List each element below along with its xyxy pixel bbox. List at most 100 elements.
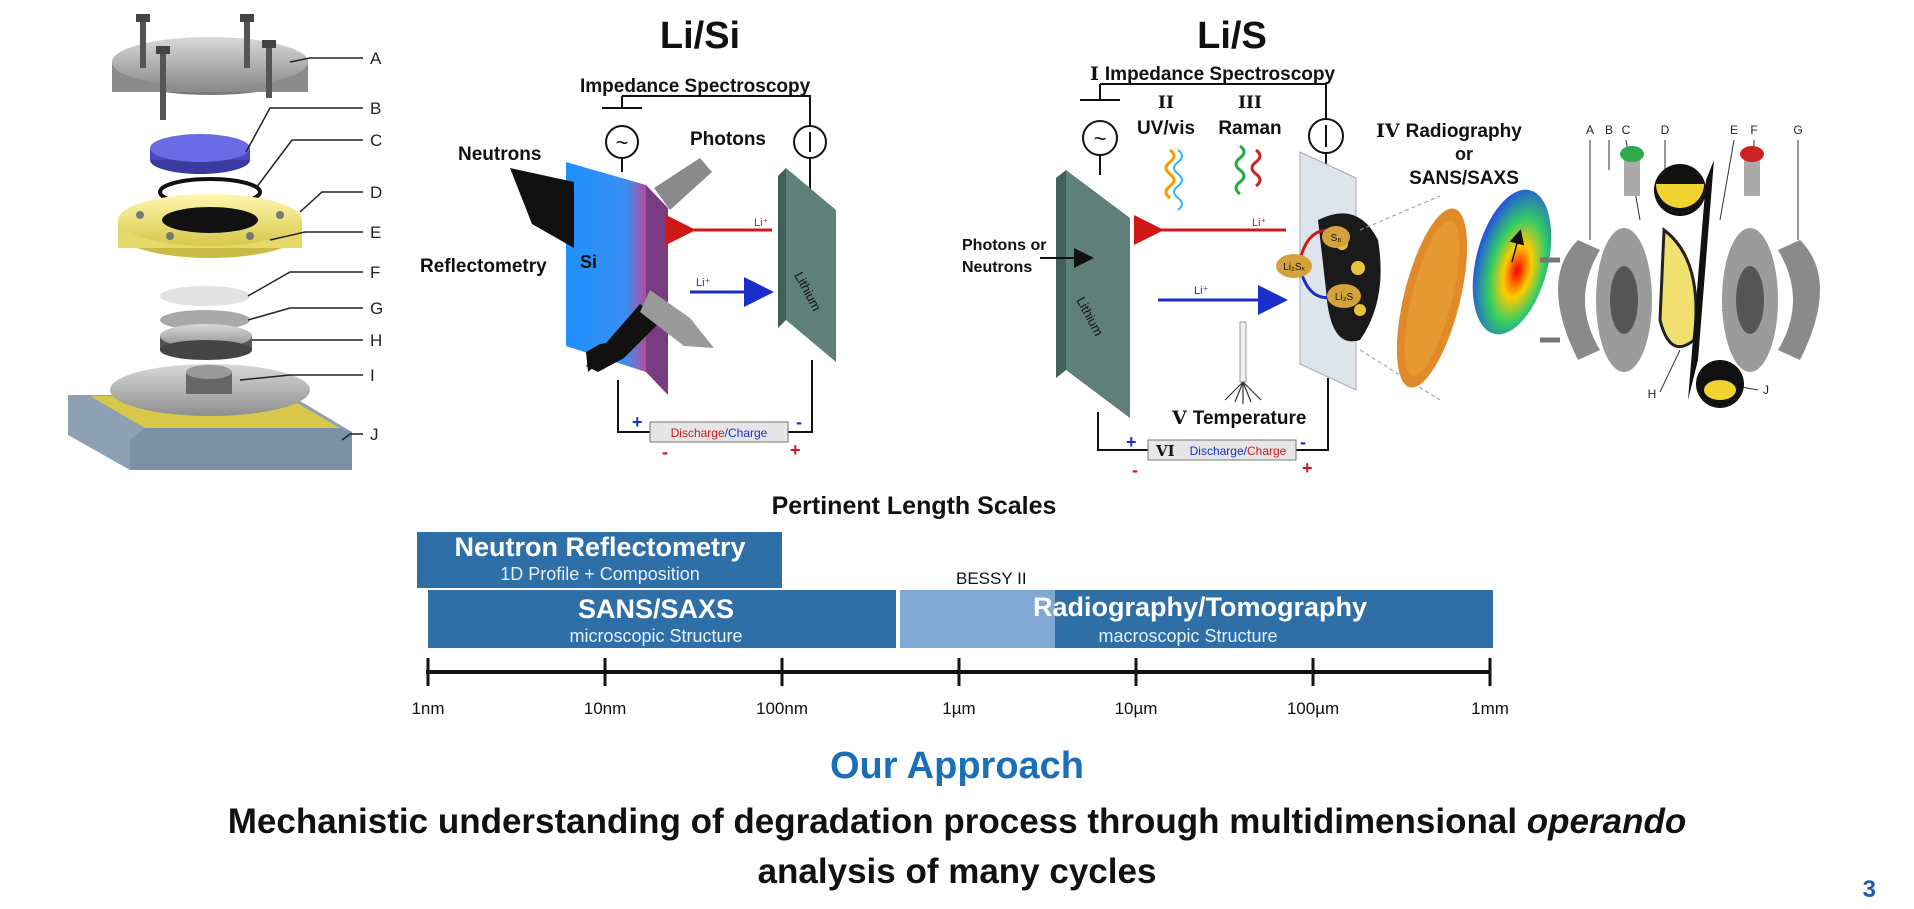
radiography-subtitle: macroscopic Structure (1098, 626, 1277, 646)
lisi-impedance-label: Impedance Spectroscopy (580, 76, 811, 97)
lisi-minus-top: - (796, 412, 802, 432)
rcell-label-e: E (1730, 123, 1738, 137)
sans-saxs-label: SANS/SAXS (1409, 168, 1519, 189)
description-text: Mechanistic understanding of degradation… (227, 802, 1527, 841)
approach-description-line1: Mechanistic understanding of degradation… (0, 802, 1914, 842)
lisi-minus-bottom: - (662, 442, 668, 462)
svg-text:Discharge/Charge: Discharge/Charge (1190, 444, 1287, 458)
rcell-label-a: A (1586, 123, 1594, 137)
description-italic: operando (1526, 802, 1687, 841)
or-label: or (1455, 144, 1473, 164)
lis-minus-top: - (1300, 432, 1306, 452)
approach-description-line2: analysis of many cycles (757, 852, 1157, 891)
li2s-label: Li₂S (1335, 292, 1354, 303)
radiography-bar-light (900, 590, 1055, 648)
cell-label-e: E (370, 223, 381, 242)
lisi-li-ion-top: Li⁺ (754, 217, 769, 229)
lis-roman-iv: IV (1376, 120, 1401, 142)
length-scales-title: Pertinent Length Scales (772, 492, 1057, 520)
raman-label: Raman (1218, 118, 1281, 139)
rcell-label-j: J (1763, 383, 1769, 397)
approach-heading: Our Approach (829, 745, 1085, 787)
sans-saxs-title: SANS/SAXS (578, 594, 734, 624)
axis-tick-label: 1nm (411, 699, 444, 718)
lis-discharge-box (1147, 439, 1297, 461)
cell-label-j: J (370, 425, 379, 444)
lis-title: Li/S (1197, 15, 1267, 57)
lis-li-ion-top: Li⁺ (1252, 217, 1267, 229)
lisi-li-ion-bottom: Li⁺ (696, 277, 711, 289)
photons-neutrons-label-1: Photons or (962, 237, 1046, 254)
radiography-bar (1055, 590, 1493, 648)
lis-roman-iii: III (1238, 93, 1262, 113)
left-exploded-cell: A B C D E F G H I J (68, 14, 383, 470)
nr-subtitle: 1D Profile + Composition (500, 564, 700, 584)
axis-tick-label: 10µm (1115, 699, 1158, 718)
rcell-label-d: D (1661, 123, 1670, 137)
lis-diagram: Li/S I Impedance Spectroscopy ~ II UV/vis… (962, 15, 1552, 480)
li2sx-label: Li₂Sₓ (1283, 262, 1305, 273)
lis-roman-v: V (1171, 407, 1188, 429)
axis-tick-label: 100µm (1287, 699, 1339, 718)
lis-plus-bottom: + (1302, 458, 1313, 478)
sans-saxs-bar (428, 590, 896, 648)
reflectometry-label: Reflectometry (420, 256, 547, 277)
photons-neutrons-label-2: Neutrons (962, 259, 1032, 276)
neutron-reflectometry-bar (417, 532, 782, 588)
lis-discharge-label: Discharge (1190, 444, 1244, 458)
lis-roman-ii: II (1158, 93, 1174, 113)
lis-impedance-label: Impedance Spectroscopy (1105, 64, 1336, 85)
radiography-title: Radiography/Tomography (1033, 592, 1367, 622)
axis-tick-label: 1µm (942, 699, 975, 718)
neutrons-label: Neutrons (458, 144, 541, 165)
rcell-label-c: C (1622, 123, 1631, 137)
cell-label-a: A (370, 49, 382, 68)
lis-slash: / (1244, 444, 1248, 458)
lis-roman-vi: VI (1155, 442, 1175, 460)
uvvis-label: UV/vis (1137, 118, 1195, 139)
lisi-charge-label: Charge (728, 426, 768, 440)
bessy-label: BESSY II (956, 569, 1027, 588)
photons-label: Photons (690, 129, 766, 150)
lisi-diagram: Li/Si Impedance Spectroscopy ~ Discharge… (420, 15, 836, 462)
cell-label-g: G (370, 299, 383, 318)
sans-saxs-subtitle: microscopic Structure (569, 626, 742, 646)
svg-text:~: ~ (616, 130, 629, 155)
svg-text:Discharge/Charge: Discharge/Charge (671, 426, 768, 440)
cell-label-f: F (370, 263, 380, 282)
rcell-label-f: F (1750, 123, 1757, 137)
lis-roman-i: I (1090, 63, 1099, 85)
cell-label-b: B (370, 99, 381, 118)
page-number: 3 (1862, 876, 1876, 903)
nr-title: Neutron Reflectometry (454, 532, 745, 562)
temperature-label: Temperature (1193, 408, 1307, 429)
cell-label-c: C (370, 131, 382, 150)
right-exploded-cell: A B C D E F G H I J (1540, 123, 1820, 408)
lisi-slash: / (725, 426, 729, 440)
si-label: Si (580, 252, 597, 272)
lisi-discharge-box (649, 421, 789, 443)
lis-minus-bottom: - (1132, 460, 1138, 480)
cell-label-d: D (370, 183, 382, 202)
svg-text:~: ~ (1094, 126, 1107, 151)
length-scales-chart: Pertinent Length Scales Neutron Reflecto… (411, 492, 1508, 718)
s8-label: S₈ (1331, 233, 1342, 244)
axis-tick-label: 10nm (584, 699, 627, 718)
axis-tick-label: 1mm (1471, 699, 1509, 718)
lis-plus-top: + (1126, 432, 1137, 452)
radiography-label: Radiography (1406, 121, 1523, 142)
lis-li-ion-bottom: Li⁺ (1194, 285, 1209, 297)
cell-label-i: I (370, 366, 375, 385)
lisi-plus-top: + (632, 412, 643, 432)
rcell-label-g: G (1793, 123, 1802, 137)
axis-tick-label: 100nm (756, 699, 808, 718)
rcell-label-h: H (1648, 387, 1657, 401)
cell-label-h: H (370, 331, 382, 350)
lis-charge-label: Charge (1247, 444, 1287, 458)
rcell-label-b: B (1605, 123, 1613, 137)
length-axis-ticks: 1nm 10nm 100nm 1µm 10µm 100µm 1mm (411, 658, 1509, 718)
